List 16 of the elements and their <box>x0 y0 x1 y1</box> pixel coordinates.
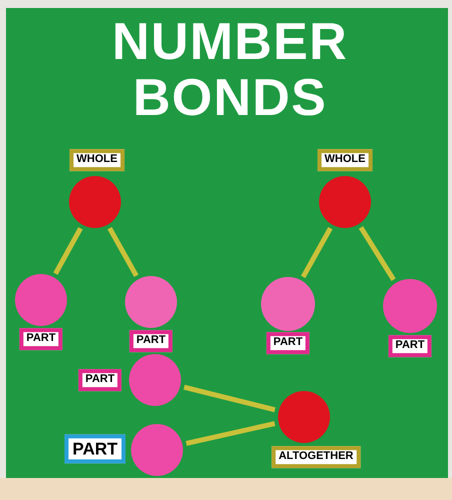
connector-stick <box>184 384 276 412</box>
label-card: ALTOGETHER <box>272 446 360 468</box>
connector-stick <box>300 226 333 278</box>
label-card: WHOLE <box>318 149 372 171</box>
label-card: PART <box>19 328 63 350</box>
connector-stick <box>186 421 276 446</box>
label-card: PART <box>64 434 126 464</box>
connector-stick <box>358 226 396 282</box>
title: NUMBER BONDS <box>110 14 349 126</box>
connector-stick <box>53 227 83 275</box>
label-card: PART <box>129 330 173 352</box>
label-card: WHOLE <box>70 149 124 171</box>
label-card: PART <box>388 335 432 357</box>
label-card: PART <box>266 332 310 354</box>
label-card: PART <box>78 369 122 391</box>
connector-stick <box>107 226 139 278</box>
